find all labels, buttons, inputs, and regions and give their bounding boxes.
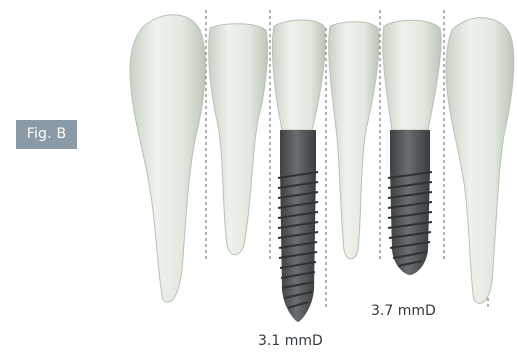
implant-b-diameter-label: 3.7 mmD xyxy=(371,303,436,319)
implant-a-diameter-label: 3.1 mmD xyxy=(258,333,323,349)
implant-crown-a xyxy=(272,20,325,130)
tooth-left-incisor xyxy=(209,24,268,255)
tooth-left-canine xyxy=(130,15,205,302)
teeth xyxy=(130,15,514,304)
implant-b xyxy=(388,130,432,275)
implant-b-collar xyxy=(390,130,430,170)
implant-a xyxy=(278,130,318,322)
implant-crown-b xyxy=(383,20,441,130)
implant-a-collar xyxy=(280,130,316,170)
tooth-center-incisor xyxy=(329,22,379,259)
tooth-right-canine xyxy=(446,18,514,304)
